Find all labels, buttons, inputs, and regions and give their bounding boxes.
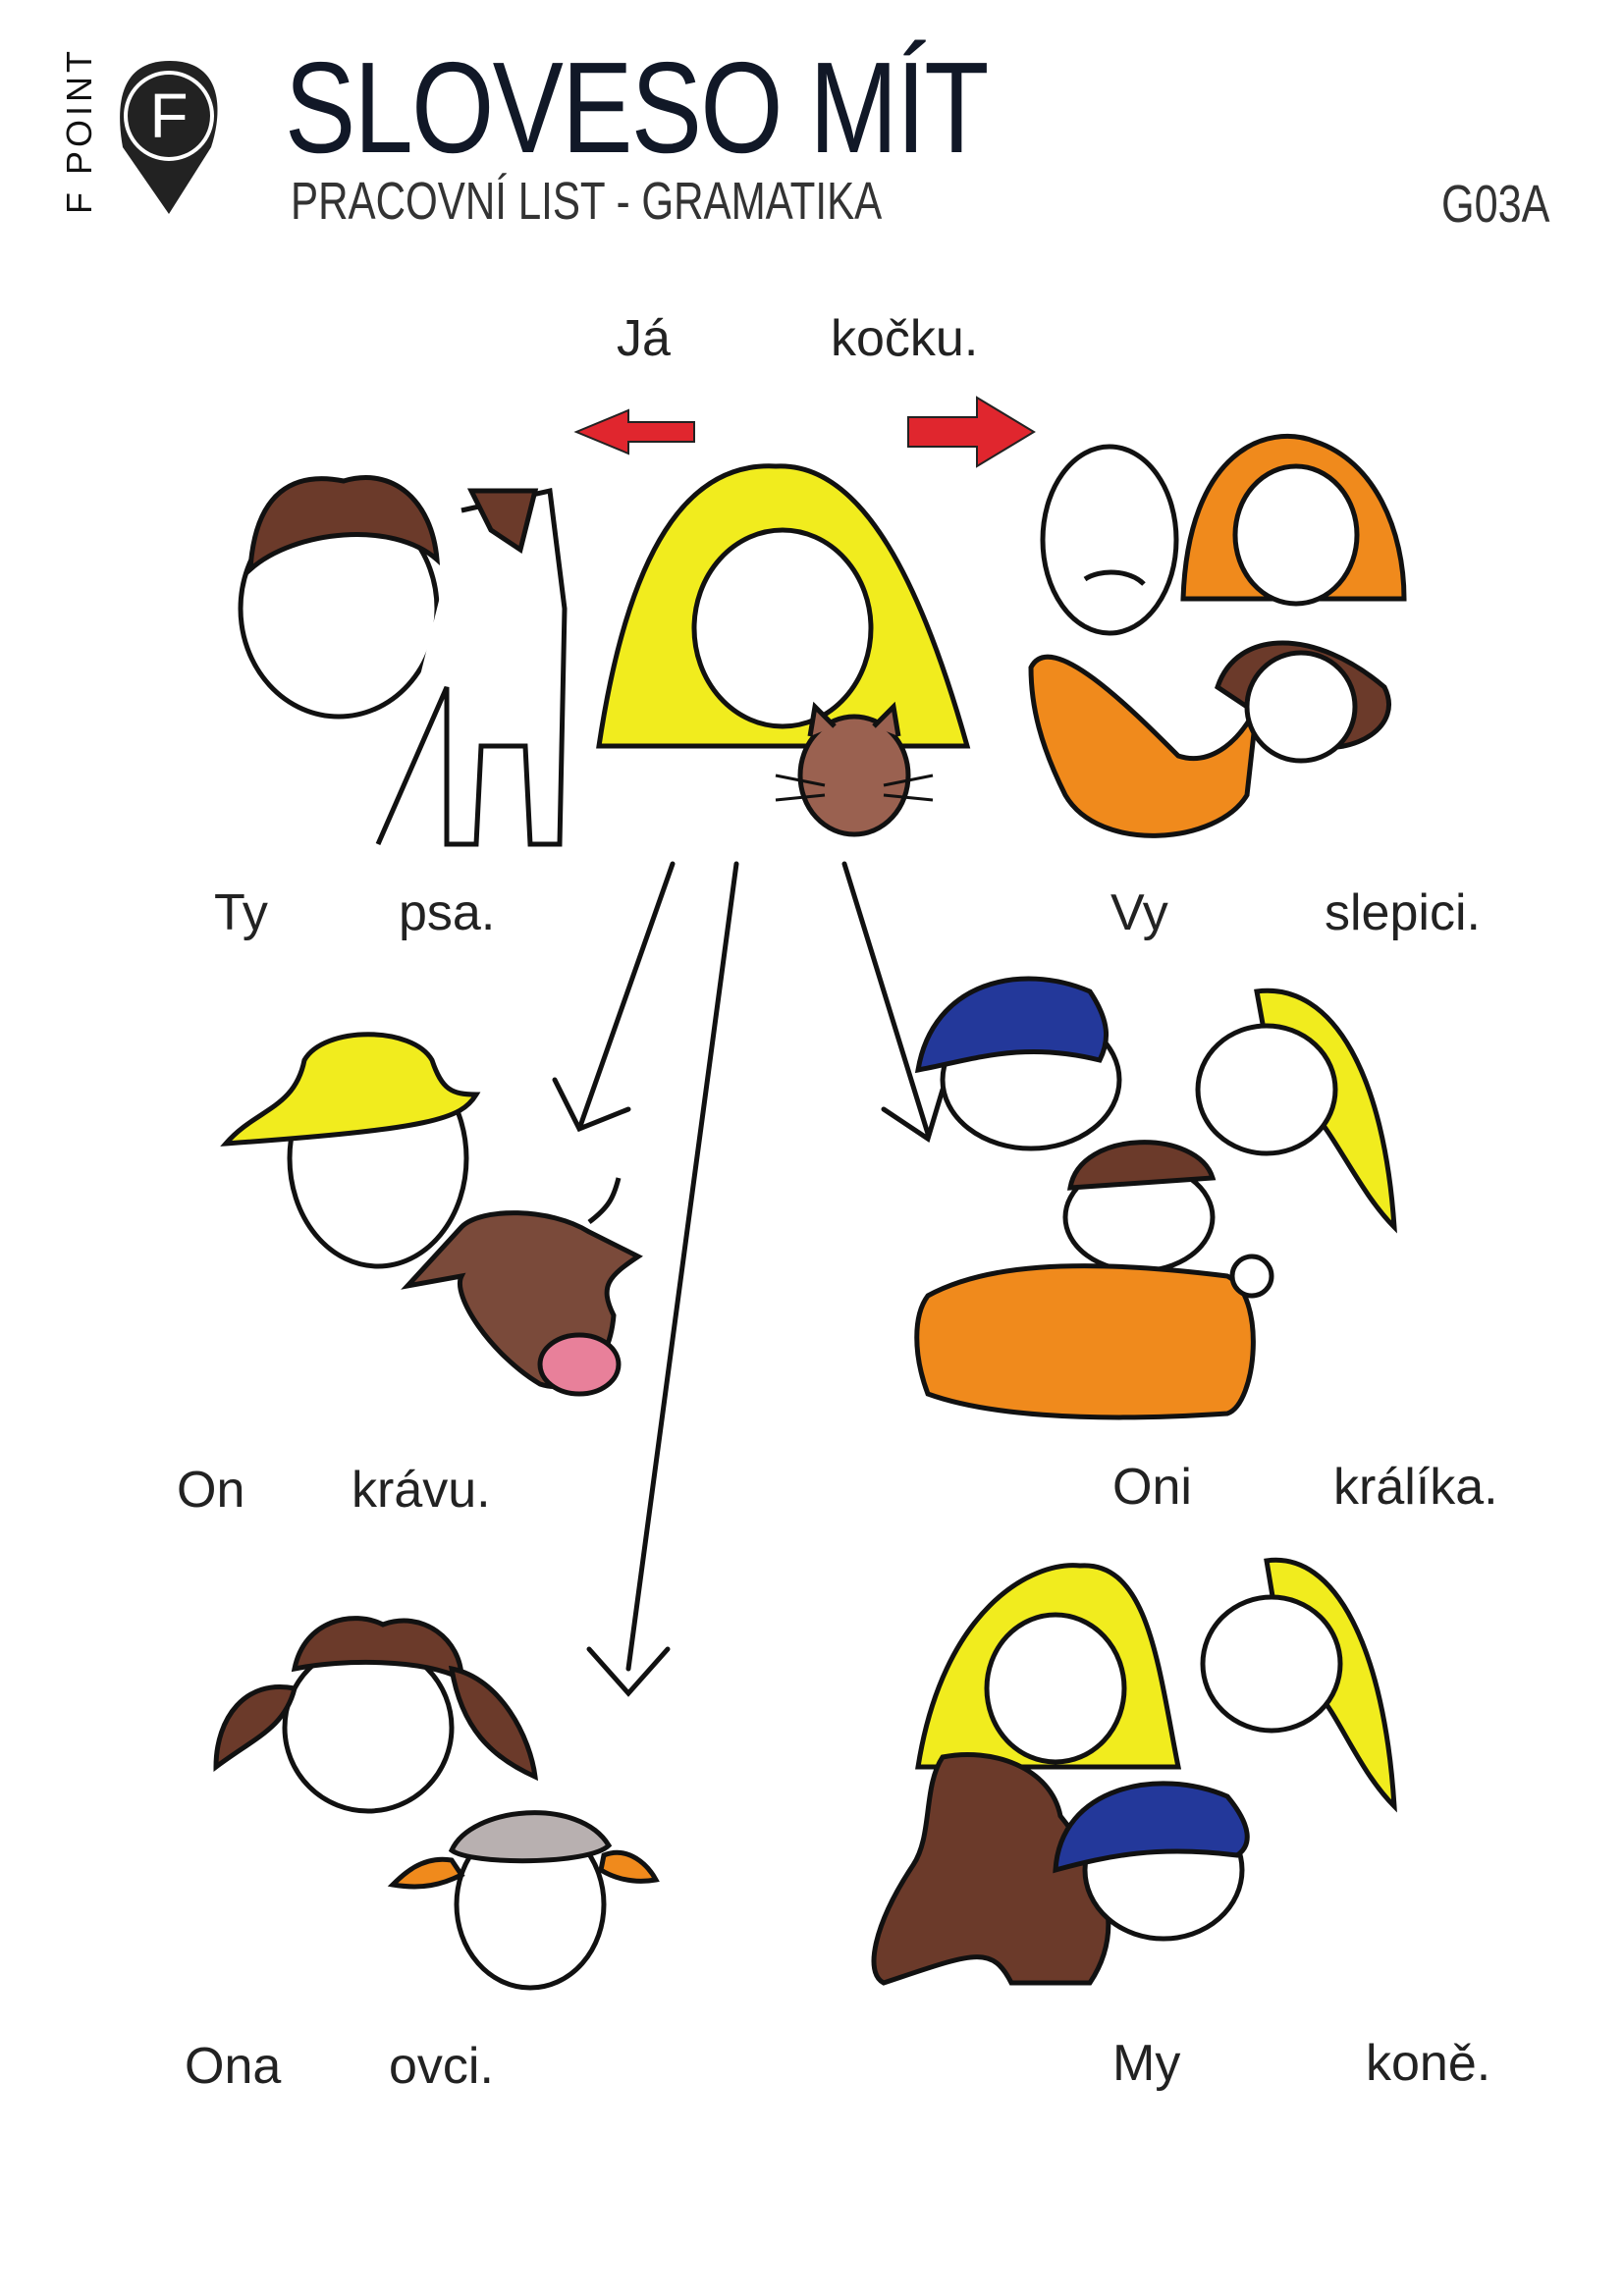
girl-with-cat	[596, 463, 971, 837]
subject-ona: Ona	[185, 2038, 282, 2095]
family-with-hen	[1028, 433, 1407, 838]
worksheet-code: G03A	[1441, 175, 1550, 234]
subject-my: My	[1112, 2035, 1181, 2092]
object-kone: koně.	[1366, 2035, 1491, 2092]
children-with-rabbit	[914, 976, 1397, 1420]
logo-letter: F	[149, 80, 188, 151]
page-title: SLOVESO MÍT	[285, 35, 989, 180]
family-with-horse	[871, 1557, 1397, 1986]
man-with-cow	[220, 1032, 643, 1397]
object-psa: psa.	[399, 884, 496, 941]
subject-on: On	[177, 1462, 245, 1519]
brand-name: F POINT	[59, 47, 99, 214]
girl-with-sheep	[213, 1616, 660, 1991]
black-arrows	[552, 861, 946, 1697]
fpoint-logo: F	[120, 61, 218, 214]
boy-with-dog	[238, 475, 568, 847]
object-kocku: kočku.	[831, 310, 979, 367]
object-slepici: slepici.	[1325, 884, 1481, 941]
subject-ja: Já	[617, 310, 671, 367]
red-arrow-left	[573, 408, 695, 455]
object-kralika: králíka.	[1333, 1459, 1498, 1516]
subject-oni: Oni	[1112, 1459, 1192, 1516]
red-arrow-right	[907, 396, 1036, 468]
object-ovci: ovci.	[389, 2038, 494, 2095]
object-kravu: krávu.	[352, 1462, 491, 1519]
subject-vy: Vy	[1110, 884, 1168, 941]
subject-ty: Ty	[214, 884, 268, 941]
page-subtitle: PRACOVNÍ LIST - GRAMATIKA	[291, 172, 883, 231]
